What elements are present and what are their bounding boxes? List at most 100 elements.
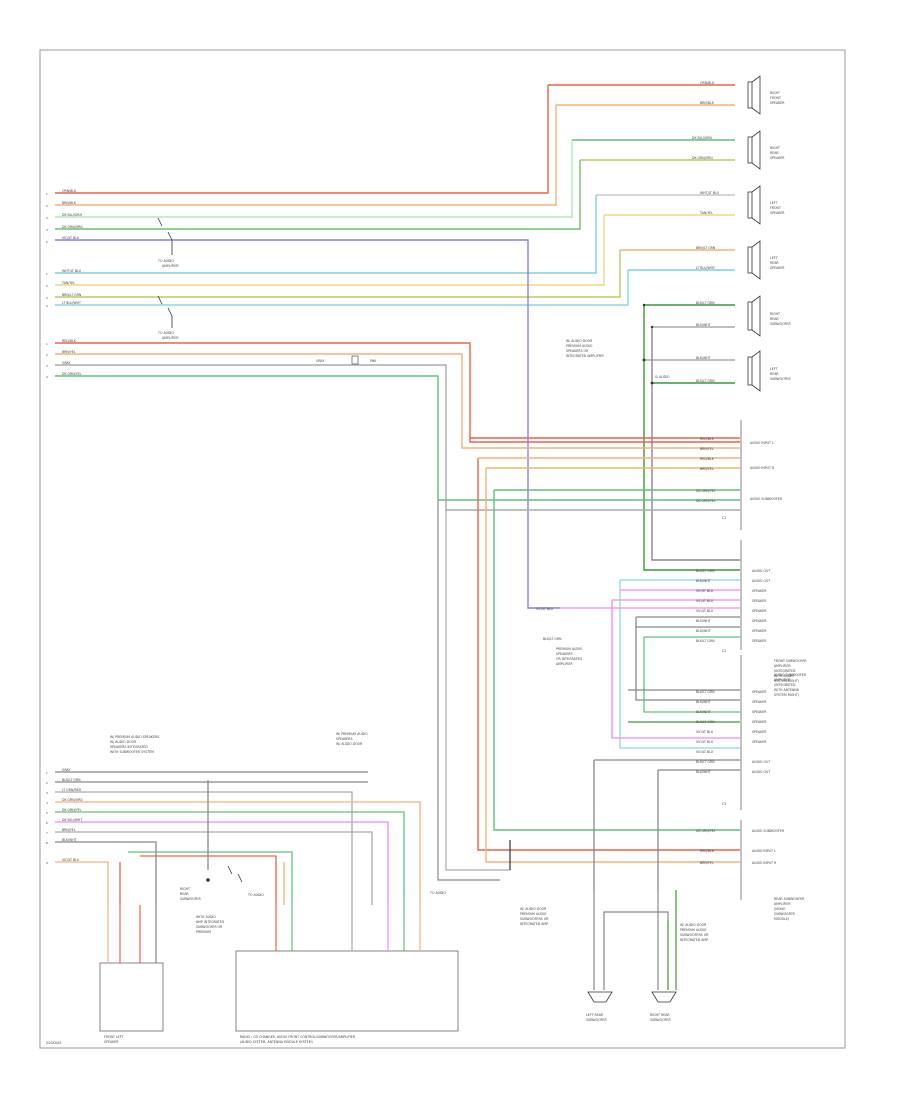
module-pin-label: AUDIO OUT: [752, 770, 770, 774]
pin-number: 3: [46, 791, 48, 795]
note-line: PREMIUM: [196, 930, 211, 934]
module-pin-label: AUDIO INPUT R: [750, 466, 775, 470]
splice-dots: [642, 303, 654, 385]
top-right-speakers: [55, 84, 740, 609]
main-harness: [55, 342, 740, 863]
note-line: W/ PREMIUM AUDIO SPEAKERS: [110, 735, 159, 739]
speaker-label-line: SPEAKER: [770, 101, 785, 105]
wire-label: PNK: [370, 359, 377, 363]
pin-number: 5: [46, 240, 48, 244]
note-line: W/ PREMIUM AUDIO: [336, 732, 368, 736]
wire-label: BLK/LT GRN: [696, 569, 715, 573]
note-line: PREMIUM AUDIO: [556, 647, 583, 651]
module-label: WITH ANTENNA: [774, 688, 800, 692]
speaker-label-line: RIGHT: [770, 146, 780, 150]
speaker-label-line: LEFT: [770, 256, 778, 260]
speaker-label-line: SPEAKER: [770, 211, 785, 215]
note-line: SUBWOOFERS OR: [520, 917, 549, 921]
wire-label: VIO/LT BLU: [696, 609, 714, 613]
module-pin-label: AUDIO OUT: [752, 760, 770, 764]
note-line: SPEAKERS INTEGRATED: [110, 745, 148, 749]
wire-label: DK BLU/GRN: [692, 136, 712, 140]
module-pin-label: SPEAKER: [752, 720, 767, 724]
rear-speaker-label: RIGHT REAR: [650, 1013, 670, 1017]
module-pin-label: SPEAKER: [752, 619, 767, 623]
module-label: FRONT SUBWOOFER: [774, 659, 807, 663]
wire-label: BLK/LT GRN: [696, 639, 715, 643]
wire-label: ORN/BLK: [62, 189, 77, 193]
pin-number: 2: [46, 781, 48, 785]
module-label: AMPLIFIER: [774, 678, 791, 682]
pin-number: 3: [46, 296, 48, 300]
wire-label: RED/BLK: [700, 437, 715, 441]
pin-number: 4: [46, 375, 48, 379]
connector-id: C3: [722, 802, 726, 806]
speaker-label-line: LEFT: [770, 201, 778, 205]
connector-id: C1: [722, 516, 726, 520]
speaker-label-line: REAR: [770, 261, 779, 265]
module-pin-label: AUDIO INPUT L: [750, 441, 774, 445]
box-label: SPEAKER: [104, 1040, 119, 1044]
wire-label: BLK/LT GRN: [696, 301, 715, 305]
speaker-label-line: RIGHT: [770, 312, 780, 316]
wire-label: VIO/LT BLU: [696, 730, 714, 734]
pin-number: 3: [46, 364, 48, 368]
wire-label: DK GRN/YEL: [62, 808, 82, 812]
wire-label: RED/BLK: [700, 457, 715, 461]
wire-label: BLK/LT GRN: [696, 379, 715, 383]
module-label: WITH AUDIO: [774, 674, 794, 678]
note-line: W/ AUDIO DOOR: [110, 740, 137, 744]
wire-label: BLK/WHT: [696, 700, 711, 704]
note-line: S/ AUDIO: [655, 375, 670, 379]
module-label: SUBWOOFER: [774, 912, 795, 916]
wire-label: VIO/LT BLU: [696, 750, 714, 754]
module-pin-label: AUDIO INPUT L: [752, 849, 776, 853]
wire-label: BLK/WHT: [696, 323, 711, 327]
note-line: SPEAKERS: [336, 737, 352, 741]
speaker-label-line: FRONT: [770, 96, 781, 100]
speaker-symbols: [747, 75, 761, 392]
wire-label: BRN/LT GRN: [696, 246, 716, 250]
wire-label: DK BLU/GRN: [62, 213, 82, 217]
wire-label: VIO/LT BLU: [62, 236, 80, 240]
note-line: TO AUDIO: [157, 331, 174, 335]
speaker-label-line: RIGHT: [770, 91, 780, 95]
note-line: AMP INTEGRATED: [196, 920, 225, 924]
speaker-label-line: LEFT: [770, 367, 778, 371]
pin-number: 1: [46, 342, 48, 346]
box-label: RADIO / CD CHANGER, AUDIO FRONT CONTROL/…: [240, 1035, 356, 1039]
wire-label: BRN/YEL: [700, 447, 714, 451]
bottom-left-harness: [55, 771, 421, 905]
module-pin-label: AUDIO SUBWOOFER: [752, 829, 785, 833]
rear-speaker-icons: [587, 991, 677, 1003]
bottom-left-breaks: [206, 865, 243, 883]
connector-id: C2: [722, 649, 726, 653]
pin-number: 4: [46, 228, 48, 232]
diagram-frame: [39, 49, 846, 1049]
speaker-label-line: FRONT: [770, 206, 781, 210]
module-pin-label: SPEAKER: [752, 730, 767, 734]
module-label: AUDIO SUBWOOFER: [774, 673, 807, 677]
right-rear-speaker-icon: [747, 130, 761, 170]
wire-label: DK GRN/ORG: [62, 225, 83, 229]
note-line: TO AUDIO: [247, 893, 264, 897]
note-line: PREMIUM AUDIO: [680, 928, 707, 932]
wire-label: BRN/YEL: [700, 861, 714, 865]
wire-label: BLK/LT GRN: [696, 690, 715, 694]
wire-label: BLK/WHT: [696, 619, 711, 623]
wire-label: BRN/YEL: [62, 350, 76, 354]
module-pin-label: SPEAKER: [752, 629, 767, 633]
wire-label: DK GRN/YEL: [62, 372, 82, 376]
note-line: INTEGRATED AMP: [680, 938, 708, 942]
note-line: W/ AUDIO DOOR: [566, 339, 593, 343]
pin-number: 3: [46, 216, 48, 220]
wire-label: BRN/YEL: [62, 828, 76, 832]
wire-label: GRAY: [62, 361, 70, 365]
wire-label: GRAY: [62, 768, 70, 772]
box-label: FRONT LEFT: [104, 1035, 123, 1039]
wire-label: DK GRN/ORG: [62, 798, 83, 802]
note-line: SPEAKERS: [556, 652, 572, 656]
note-line: AMPLIFIER: [556, 662, 573, 666]
wire-label: BLK/LT GRN: [696, 760, 715, 764]
module-label: REAR SUBWOOFER: [774, 897, 805, 901]
